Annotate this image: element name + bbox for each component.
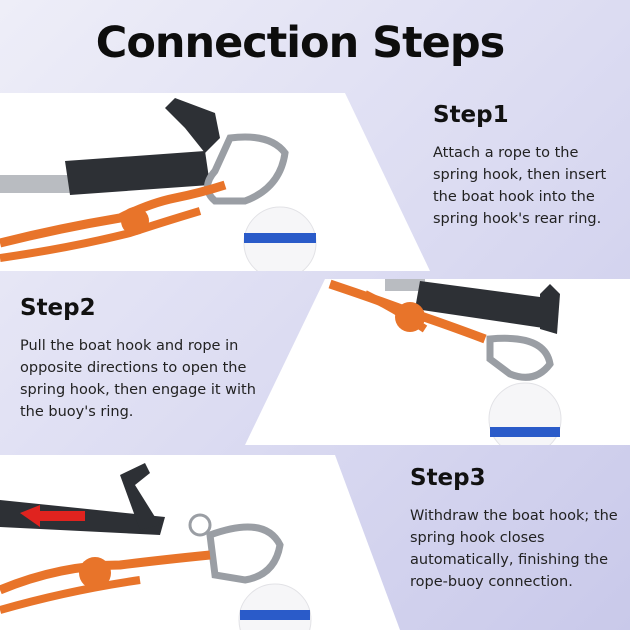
step1-section: Step1 Attach a rope to the spring hook, … — [433, 102, 623, 230]
page-title: Connection Steps — [95, 18, 505, 68]
step1-text: Attach a rope to the spring hook, then i… — [433, 145, 607, 227]
hook-withdrawn-illustration — [0, 463, 312, 630]
boat-hook-rope-buoy-illustration — [0, 98, 317, 271]
step3-text: Withdraw the boat hook; the spring hook … — [410, 508, 618, 590]
step2-text: Pull the boat hook and rope in opposite … — [20, 338, 256, 420]
step2-heading: Step2 — [20, 295, 96, 321]
step3-section: Step3 Withdraw the boat hook; the spring… — [410, 465, 625, 593]
step3-heading: Step3 — [410, 465, 486, 491]
step1-photo — [0, 93, 430, 271]
step1-heading: Step1 — [433, 102, 509, 128]
hook-engaging-buoy-illustration — [328, 279, 562, 445]
step3-photo — [0, 455, 400, 630]
step2-photo — [245, 279, 630, 445]
left-arrow-icon — [20, 505, 85, 527]
step2-section: Step2 Pull the boat hook and rope in opp… — [20, 295, 260, 423]
